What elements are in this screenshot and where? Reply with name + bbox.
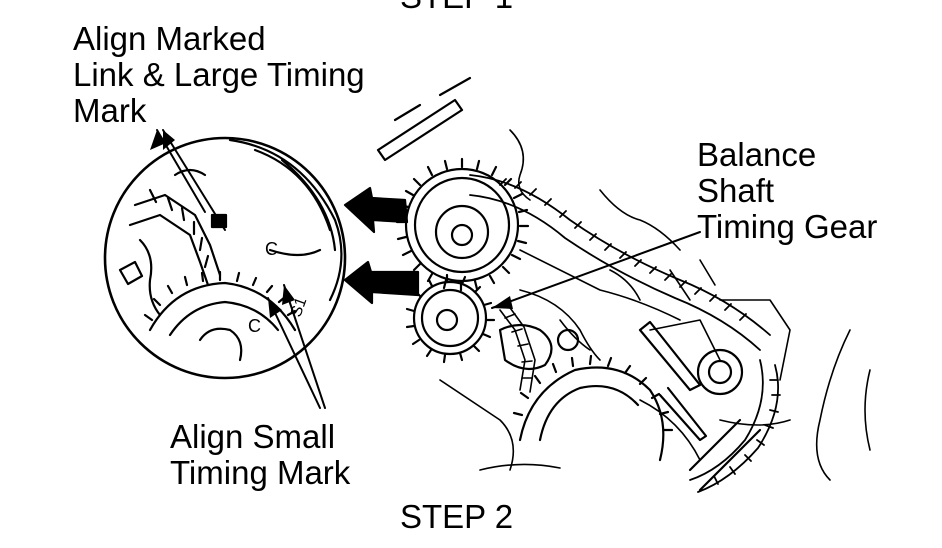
lower-chain [499, 304, 536, 393]
engine-outline [439, 129, 871, 481]
balance-shaft-gear [405, 273, 496, 364]
step-2-title: STEP 2 [400, 498, 514, 535]
crank-sprocket [498, 323, 674, 462]
shaft-rod [376, 76, 472, 162]
timing-chain [469, 174, 781, 493]
step-1-title: STEP 1 [400, 0, 513, 14]
align-small-label-line-2: Timing Mark [170, 454, 351, 491]
balance-shaft-label-line-1: Balance [697, 136, 817, 173]
detail-inset: C C S1 [103, 136, 347, 380]
align-marked-link-label-line-1: Align Marked [73, 20, 266, 57]
align-small-label-line-1: Align Small [170, 418, 336, 455]
direction-arrows [343, 186, 420, 305]
svg-text:C: C [265, 239, 278, 259]
balance-shaft-label-line-2: Shaft [697, 172, 775, 209]
leader-arrowheads [150, 130, 513, 318]
align-marked-link-label-line-2: Link & Large Timing [73, 56, 365, 93]
balance-shaft-label-line-3: Timing Gear [697, 208, 878, 245]
chain-tensioner [638, 320, 762, 492]
large-timing-gear [395, 157, 530, 292]
align-marked-link-label-line-3: Mark [73, 92, 147, 129]
svg-text:C: C [248, 316, 261, 336]
